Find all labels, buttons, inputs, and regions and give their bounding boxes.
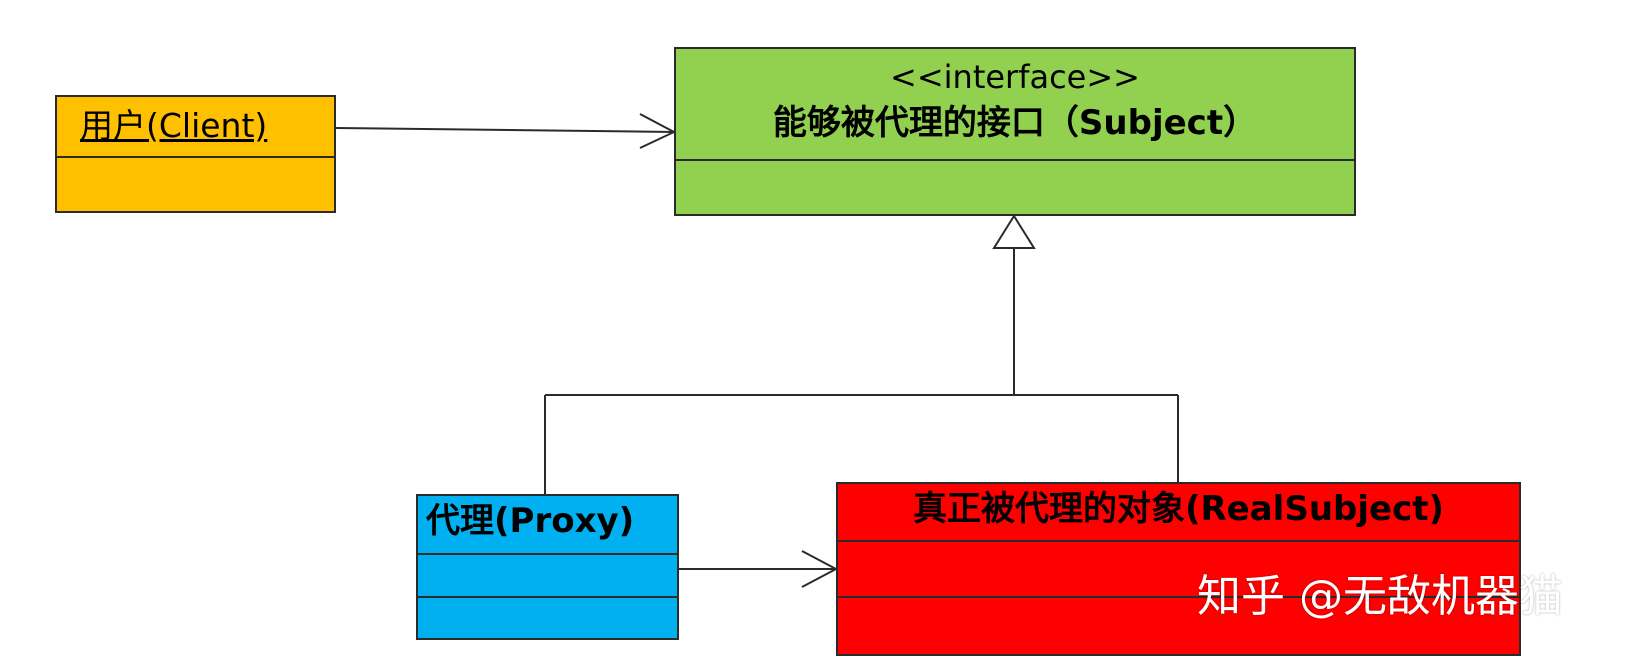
- proxy-class-divider-attributes: [418, 553, 677, 555]
- subject-stereotype-label: <<interface>>: [890, 58, 1140, 96]
- client-class-divider: [57, 156, 334, 158]
- real-subject-class-divider-methods: [838, 596, 1519, 598]
- real-subject-class-name: 真正被代理的对象(RealSubject): [912, 489, 1445, 529]
- client-class-box: 用户(Client): [55, 95, 336, 213]
- real-subject-class-box: 真正被代理的对象(RealSubject): [836, 482, 1521, 656]
- real-subject-class-divider-attributes: [838, 540, 1519, 542]
- client-to-subject-line: [335, 127, 675, 133]
- client-class-name: 用户(Client): [80, 106, 268, 145]
- proxy-class-name: 代理(Proxy): [426, 501, 635, 541]
- subject-interface-divider: [676, 159, 1354, 161]
- zhihu-watermark: 知乎 @无敌机器猫: [1197, 571, 1563, 622]
- proxy-class-divider-methods: [418, 596, 677, 598]
- subject-interface-name: 能够被代理的接口（Subject）: [772, 103, 1258, 143]
- realization-triangle: [992, 214, 1036, 249]
- proxy-class-box: 代理(Proxy): [416, 494, 679, 640]
- subject-interface-box: <<interface>> 能够被代理的接口（Subject）: [674, 47, 1356, 216]
